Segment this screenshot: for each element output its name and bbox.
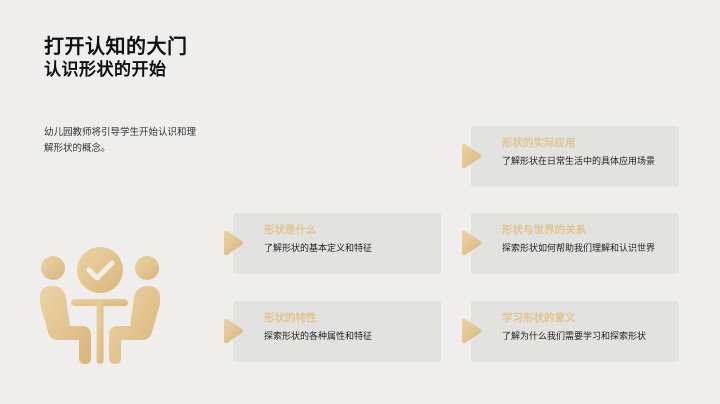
card-text: 了解为什么我们需要学习和探索形状 bbox=[502, 332, 647, 342]
card-title: 形状的特性 bbox=[264, 312, 317, 324]
card-title: 形状与世界的关系 bbox=[502, 224, 586, 236]
card-shape-properties[interactable]: 形状的特性 探索形状的各种属性和特征 bbox=[233, 301, 441, 361]
card-text: 了解形状的基本定义和特征 bbox=[264, 244, 373, 254]
card-learning-meaning[interactable]: 学习形状的意义 了解为什么我们需要学习和探索形状 bbox=[471, 301, 679, 361]
play-arrow-icon bbox=[224, 230, 243, 256]
card-what-is-shape[interactable]: 形状是什么 了解形状的基本定义和特征 bbox=[233, 213, 441, 273]
play-arrow-icon bbox=[462, 230, 481, 256]
play-arrow-icon bbox=[462, 318, 481, 344]
play-arrow-icon bbox=[224, 318, 243, 344]
slide-subtitle: 认识形状的开始 bbox=[44, 60, 167, 80]
card-title: 形状是什么 bbox=[264, 224, 317, 236]
card-title: 形状的实际应用 bbox=[502, 137, 576, 149]
card-shape-and-world[interactable]: 形状与世界的关系 探索形状如何帮助我们理解和认识世界 bbox=[471, 213, 679, 273]
card-title: 学习形状的意义 bbox=[502, 312, 576, 324]
intro-text: 幼儿园教师将引导学生开始认识和理解形状的概念。 bbox=[44, 127, 197, 154]
card-text: 了解形状在日常生活中的具体应用场景 bbox=[502, 157, 656, 167]
card-practical-application[interactable]: 形状的实际应用 了解形状在日常生活中的具体应用场景 bbox=[471, 126, 679, 186]
card-text: 探索形状如何帮助我们理解和认识世界 bbox=[502, 244, 656, 254]
meeting-people-check-icon bbox=[40, 247, 160, 364]
play-arrow-icon bbox=[462, 143, 481, 169]
slide-title: 打开认知的大门 bbox=[44, 34, 188, 58]
card-text: 探索形状的各种属性和特征 bbox=[264, 332, 373, 342]
